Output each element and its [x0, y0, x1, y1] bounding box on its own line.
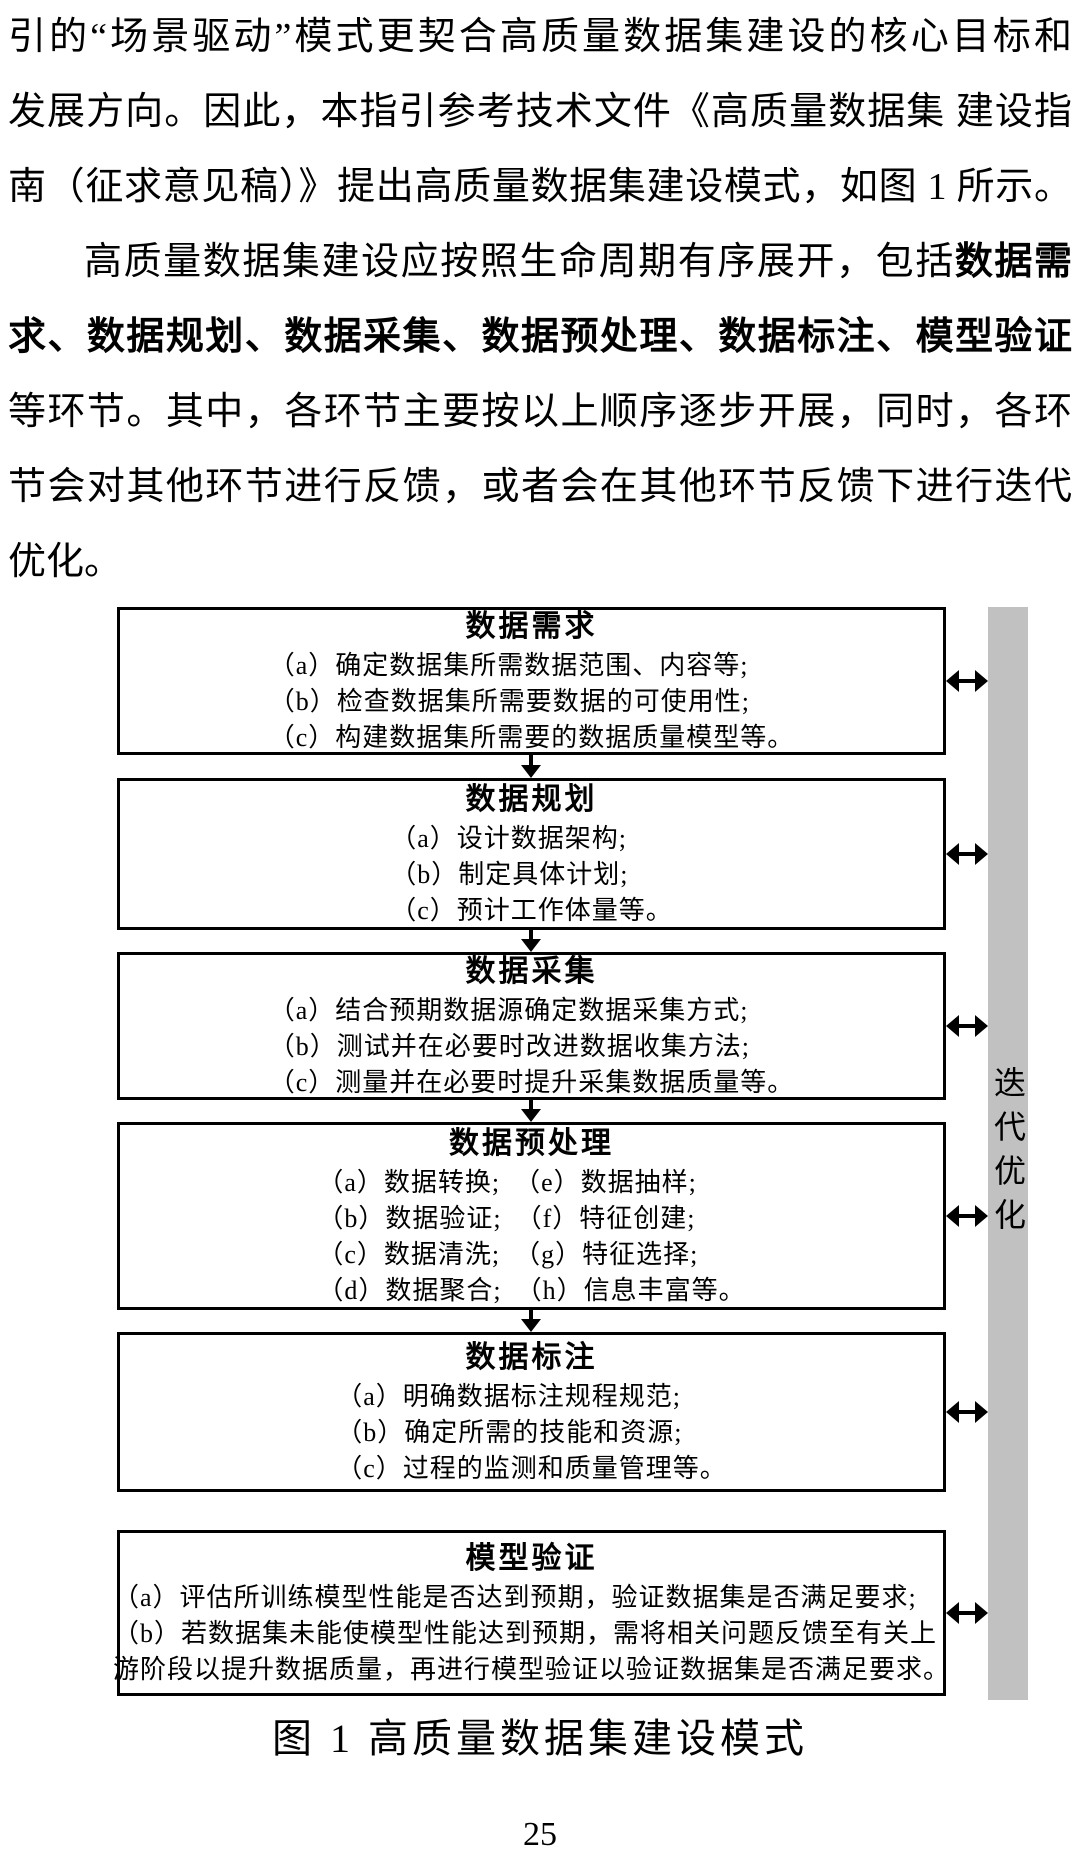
flow-box-item: 游阶段以提升数据质量，再进行模型验证以验证数据集是否满足要求。	[113, 1655, 951, 1684]
double-arrow-icon	[946, 1204, 988, 1228]
down-arrow-icon	[521, 1309, 541, 1332]
body-line-3: 南（征求意见稿）》提出高质量数据集建设模式，如图 1 所示。	[8, 166, 1072, 208]
flow-box-item: （a）数据转换; （e）数据抽样;	[317, 1168, 697, 1197]
flow-box-items: （a）设计数据架构; （b）制定具体计划; （c）预计工作体量等。	[390, 821, 673, 929]
body-line-4-bold: 数据需	[954, 241, 1072, 283]
body-line-4-normal: 高质量数据集建设应按照生命周期有序展开，包括	[84, 241, 955, 283]
flow-box-item: （b）制定具体计划;	[390, 860, 629, 889]
flow-box-item: （a）评估所训练模型性能是否达到预期，验证数据集是否满足要求;	[113, 1583, 917, 1612]
double-arrow-icon	[946, 1601, 988, 1625]
flow-box-item: （b）数据验证; （f）特征创建;	[317, 1204, 696, 1233]
flow-box-title: 模型验证	[465, 1542, 598, 1575]
flow-box-items: （a）结合预期数据源确定数据采集方式; （b）测试并在必要时改进数据收集方法; （c…	[269, 993, 795, 1101]
flow-box-item: （a）确定数据集所需数据范围、内容等;	[268, 651, 749, 680]
flow-box-item: （a）明确数据标注规程规范;	[336, 1382, 681, 1411]
flow-box-item: （b）检查数据集所需要数据的可使用性;	[268, 687, 750, 716]
iteration-bar: 迭代优化	[988, 607, 1028, 1700]
body-line-2: 发展方向。因此，本指引参考技术文件《高质量数据集 建设指	[8, 91, 1072, 133]
flow-box-item: （a）设计数据架构;	[390, 824, 627, 853]
flow-box-item: （c）构建数据集所需要的数据质量模型等。	[268, 723, 795, 752]
flow-box-item: （c）预计工作体量等。	[390, 896, 673, 925]
double-arrow-icon	[946, 1400, 988, 1424]
down-arrow-icon	[521, 929, 541, 952]
flow-box-title: 数据需求	[465, 610, 598, 643]
double-arrow-icon	[946, 669, 988, 693]
flow-box-item: （d）数据聚合; （h）信息丰富等。	[317, 1276, 746, 1305]
flow-box-items: （a）数据转换; （e）数据抽样; （b）数据验证; （f）特征创建; （c）数据清…	[317, 1165, 745, 1309]
down-arrow-icon	[521, 1099, 541, 1122]
body-line-7: 节会对其他环节进行反馈，或者会在其他环节反馈下进行迭代	[8, 466, 1072, 508]
flow-box-item: （b）测试并在必要时改进数据收集方法;	[268, 1032, 750, 1061]
down-arrow-icon	[521, 754, 541, 778]
flow-box-title: 数据采集	[465, 955, 598, 988]
page-number: 25	[523, 1816, 557, 1853]
body-line-6: 等环节。其中，各环节主要按以上顺序逐步开展，同时，各环	[8, 391, 1072, 433]
flow-box-item: （b）确定所需的技能和资源;	[336, 1418, 683, 1447]
flow-box-item: （c）测量并在必要时提升采集数据质量等。	[268, 1068, 795, 1097]
body-line-8: 优化。	[8, 541, 123, 583]
flow-box-items: （a）确定数据集所需数据范围、内容等; （b）检查数据集所需要数据的可使用性; （c…	[269, 648, 795, 756]
flow-box-title: 数据预处理	[449, 1127, 614, 1160]
body-line-5: 求、数据规划、数据采集、数据预处理、数据标注、模型验证	[8, 316, 1072, 358]
body-line-1: 引的“场景驱动”模式更契合高质量数据集建设的核心目标和	[8, 16, 1072, 58]
flow-box-item: （a）结合预期数据源确定数据采集方式;	[268, 996, 749, 1025]
flow-box-item: （b）若数据集未能使模型性能达到预期，需将相关问题反馈至有关上	[113, 1619, 938, 1648]
flow-box-items: （a）评估所训练模型性能是否达到预期，验证数据集是否满足要求; （b）若数据集未能…	[113, 1580, 950, 1688]
flow-box-item: （c）过程的监测和质量管理等。	[336, 1454, 727, 1483]
flow-box-6: 模型验证 （a）评估所训练模型性能是否达到预期，验证数据集是否满足要求; （b）若数…	[113, 1530, 949, 1696]
flow-box-4: 数据预处理（a）数据转换; （e）数据抽样;（b）数据验证; （f）特征创建;（…	[117, 1122, 946, 1310]
body-line-4: 高质量数据集建设应按照生命周期有序展开，包括数据需	[8, 225, 1072, 300]
double-arrow-icon	[946, 1014, 988, 1038]
iteration-bar-label: 迭代优化	[990, 1065, 1026, 1242]
figure-caption: 图 1 高质量数据集建设模式	[272, 1716, 808, 1761]
flow-box-title: 数据标注	[465, 1341, 598, 1374]
flow-box-3: 数据采集 （a）结合预期数据源确定数据采集方式; （b）测试并在必要时改进数据收集方…	[117, 952, 946, 1100]
flow-box-items: （a）明确数据标注规程规范; （b）确定所需的技能和资源; （c）过程的监测和质量管…	[336, 1379, 727, 1487]
flow-box-title: 数据规划	[465, 783, 598, 816]
double-arrow-icon	[946, 842, 988, 866]
flow-box-1: 数据需求 （a）确定数据集所需数据范围、内容等; （b）检查数据集所需要数据的可使用…	[117, 607, 946, 755]
flow-box-2: 数据规划 （a）设计数据架构; （b）制定具体计划; （c）预计工作体量等。	[117, 778, 946, 930]
flow-box-item: （c）数据清洗; （g）特征选择;	[317, 1240, 699, 1269]
flow-box-5: 数据标注 （a）明确数据标注规程规范; （b）确定所需的技能和资源; （c）过程的监测…	[117, 1332, 946, 1492]
